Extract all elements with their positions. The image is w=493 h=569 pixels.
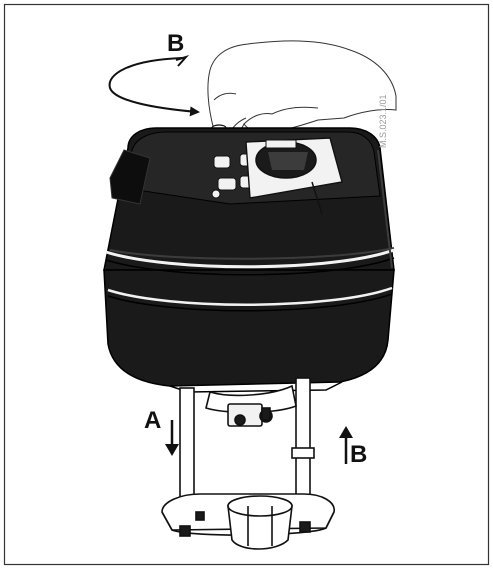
- actuator-housing: [103, 127, 395, 393]
- label-b-rotation: B: [167, 30, 184, 57]
- figure-code: M.S.023.1/01: [378, 94, 388, 148]
- label-b-up: B: [350, 441, 367, 468]
- down-arrow-icon: [165, 420, 179, 456]
- up-arrow-icon: [339, 426, 353, 464]
- mounting-yoke: [161, 377, 335, 550]
- label-a-down: A: [144, 407, 161, 434]
- curved-double-arrow-icon: [108, 55, 200, 117]
